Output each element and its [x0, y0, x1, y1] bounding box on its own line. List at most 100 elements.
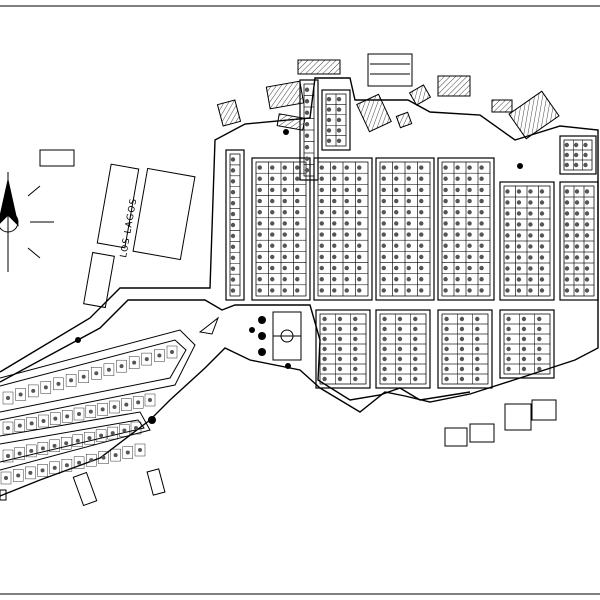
lot-marker	[381, 165, 386, 170]
lot-marker	[81, 374, 86, 379]
lot-marker	[6, 454, 10, 458]
lot-marker	[381, 198, 386, 204]
lot-marker	[381, 265, 386, 271]
lot-marker	[444, 366, 449, 372]
lot	[519, 343, 535, 355]
lot	[319, 313, 336, 325]
lot	[61, 459, 73, 472]
lot-marker	[295, 254, 300, 260]
lot-marker	[413, 336, 418, 342]
lot-marker	[573, 152, 579, 158]
lot-marker	[443, 254, 448, 260]
lot-marker	[459, 326, 465, 332]
lot	[583, 284, 595, 297]
lot-block	[437, 309, 493, 389]
lot-marker	[336, 128, 342, 133]
lot-marker	[337, 376, 343, 382]
lot	[229, 284, 241, 297]
lot	[350, 373, 367, 385]
lot	[472, 353, 489, 365]
lot-marker	[583, 152, 588, 158]
lot-marker	[394, 265, 399, 271]
lot-marker	[528, 244, 533, 249]
lot-marker	[319, 254, 324, 260]
lot	[410, 323, 427, 335]
lot-marker	[419, 243, 424, 248]
lot-marker	[443, 165, 448, 170]
lot-marker	[455, 254, 460, 260]
lot-marker	[455, 176, 460, 181]
lot-marker	[295, 243, 300, 248]
lot-marker	[564, 162, 569, 168]
block-outline	[375, 309, 431, 389]
lot	[319, 323, 336, 335]
lot-marker	[413, 376, 418, 382]
lot-marker	[270, 265, 275, 271]
lot-marker	[419, 210, 424, 215]
lot-marker	[230, 179, 236, 184]
lot	[130, 421, 142, 435]
lot-marker	[467, 243, 472, 248]
block-inner-outline	[379, 313, 427, 385]
lot-block	[499, 181, 555, 301]
lot	[132, 396, 144, 409]
lot	[503, 353, 520, 365]
lot-marker	[394, 288, 399, 293]
lot-marker	[304, 156, 310, 161]
lot-marker	[257, 165, 262, 170]
lot-marker	[394, 232, 399, 237]
lot-block	[559, 135, 597, 175]
lot-marker	[357, 288, 362, 293]
lot-marker	[479, 210, 484, 215]
lot-marker	[332, 221, 337, 226]
lot-marker	[322, 336, 327, 342]
lot-marker	[77, 412, 81, 416]
lot-marker	[479, 254, 484, 260]
lot-marker	[357, 210, 362, 215]
lot	[519, 353, 535, 365]
lot-marker	[170, 350, 174, 354]
lot-marker	[381, 187, 386, 193]
lot-block	[315, 309, 371, 389]
lot-marker	[94, 371, 99, 376]
block-outline	[313, 157, 373, 301]
lot-marker	[444, 326, 449, 332]
lot-marker	[28, 470, 33, 475]
lot-marker	[282, 243, 287, 248]
lot	[141, 352, 152, 366]
lot-marker	[344, 187, 349, 193]
lot-marker	[479, 198, 484, 204]
lot-marker	[138, 448, 142, 452]
lot-marker	[419, 265, 424, 271]
lot-marker	[505, 200, 510, 205]
lot-marker	[475, 346, 480, 352]
lot-marker	[344, 265, 349, 271]
lot-marker	[537, 336, 542, 342]
lot-marker	[528, 266, 533, 271]
lot-marker	[419, 165, 424, 170]
lot-marker	[6, 426, 10, 430]
lot-marker	[344, 176, 349, 181]
lot	[350, 363, 367, 375]
lot-marker	[295, 210, 300, 215]
lot-marker	[467, 254, 472, 260]
lot-marker	[304, 99, 310, 104]
lot-marker	[381, 232, 386, 237]
lot-marker	[455, 277, 460, 282]
lot-marker	[40, 468, 45, 473]
lot-marker	[584, 244, 590, 249]
lot-marker	[406, 221, 411, 226]
lot-marker	[332, 288, 337, 293]
lot	[350, 313, 367, 325]
lot-marker	[381, 277, 386, 282]
lot	[457, 353, 473, 365]
lot-marker	[419, 254, 424, 260]
lot-marker	[304, 87, 310, 92]
lot	[457, 323, 473, 335]
lot-marker	[467, 165, 472, 170]
lot	[472, 333, 489, 345]
lot-marker	[270, 254, 275, 260]
lot-marker	[357, 198, 362, 204]
lot-marker	[574, 233, 580, 238]
lot-marker	[406, 277, 411, 282]
